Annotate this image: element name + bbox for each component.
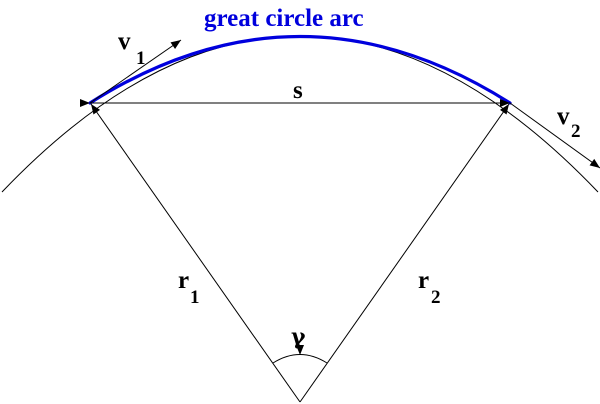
- radius-2-symbol: r: [418, 267, 429, 294]
- radius-1-arrow: [90, 103, 301, 403]
- radius-2-arrow: [299, 103, 510, 403]
- radius-1-subscript: 1: [190, 287, 200, 308]
- radius-2-subscript: 2: [431, 287, 441, 308]
- outer-circle: [1, 35, 599, 193]
- velocity-2-arrow: [509, 102, 600, 169]
- radius-2-label: r 2: [418, 267, 441, 308]
- velocity-1-label: v 1: [118, 28, 146, 69]
- angle-gamma-label: γ: [291, 324, 306, 350]
- chord-label: s: [293, 77, 303, 104]
- great-circle-arc: [88, 34, 512, 105]
- velocity-2-symbol: v: [557, 103, 570, 130]
- velocity-1-symbol: v: [118, 28, 131, 55]
- velocity-2-label: v 2: [557, 103, 581, 142]
- angle-gamma-arc: [272, 354, 328, 364]
- velocity-1-arrow: [89, 39, 182, 104]
- radius-1-label: r 1: [178, 267, 200, 308]
- velocity-2-subscript: 2: [571, 121, 581, 142]
- velocity-1-subscript: 1: [136, 48, 146, 69]
- diagram-title: great circle arc: [204, 5, 364, 32]
- radius-1-symbol: r: [178, 267, 189, 294]
